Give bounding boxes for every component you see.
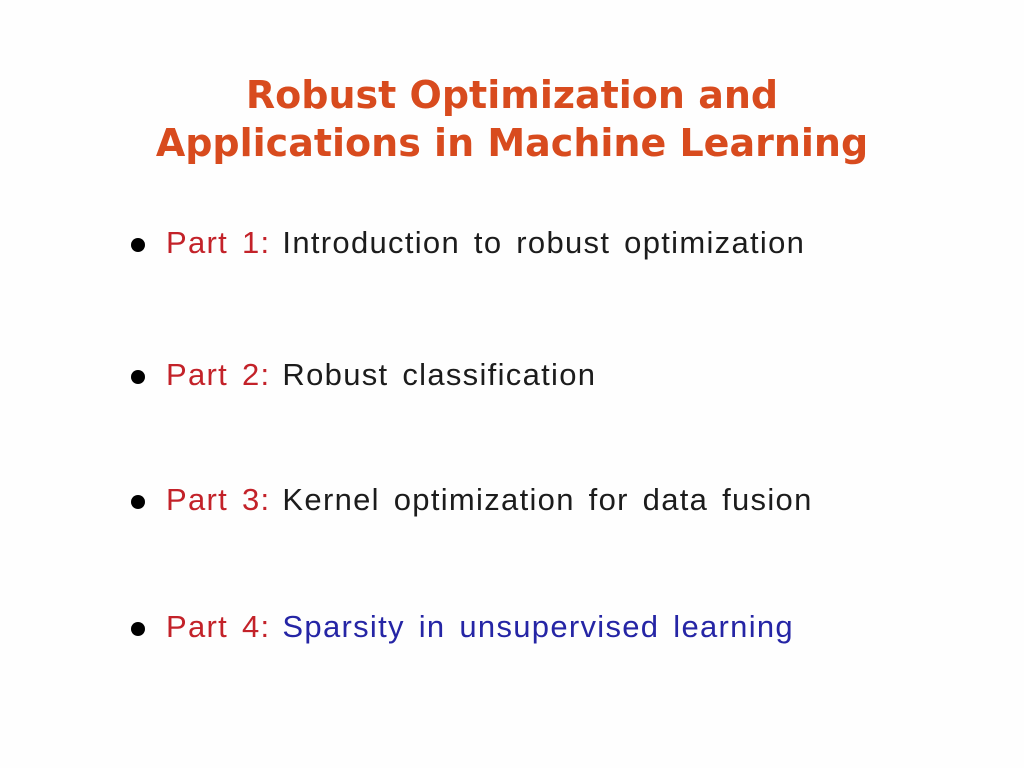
bullet-text: Part 4: Sparsity in unsupervised learning xyxy=(166,607,794,647)
bullet-text: Part 3: Kernel optimization for data fusi… xyxy=(166,480,813,520)
part-description: Robust classification xyxy=(282,357,597,392)
list-item: Part 4: Sparsity in unsupervised learning xyxy=(131,605,794,649)
list-item: Part 2: Robust classification xyxy=(131,353,596,397)
slide-title: Robust Optimization and Applications in … xyxy=(0,71,1024,167)
part-label: Part 4: xyxy=(166,609,271,644)
bullet-dot-icon xyxy=(131,622,145,636)
slide-title-line-2: Applications in Machine Learning xyxy=(155,121,869,166)
part-description: Introduction to robust optimization xyxy=(282,225,806,260)
part-label: Part 3: xyxy=(166,482,271,517)
slide-title-line-1: Robust Optimization and xyxy=(245,73,779,118)
list-item: Part 1: Introduction to robust optimizati… xyxy=(131,221,805,265)
bullet-text: Part 2: Robust classification xyxy=(166,355,596,395)
part-description: Kernel optimization for data fusion xyxy=(282,482,813,517)
bullet-dot-icon xyxy=(131,495,145,509)
bullet-dot-icon xyxy=(131,370,145,384)
part-label: Part 1: xyxy=(166,225,271,260)
part-description: Sparsity in unsupervised learning xyxy=(282,609,794,644)
bullet-dot-icon xyxy=(131,238,145,252)
part-label: Part 2: xyxy=(166,357,271,392)
bullet-text: Part 1: Introduction to robust optimizati… xyxy=(166,223,805,263)
list-item: Part 3: Kernel optimization for data fusi… xyxy=(131,478,813,522)
